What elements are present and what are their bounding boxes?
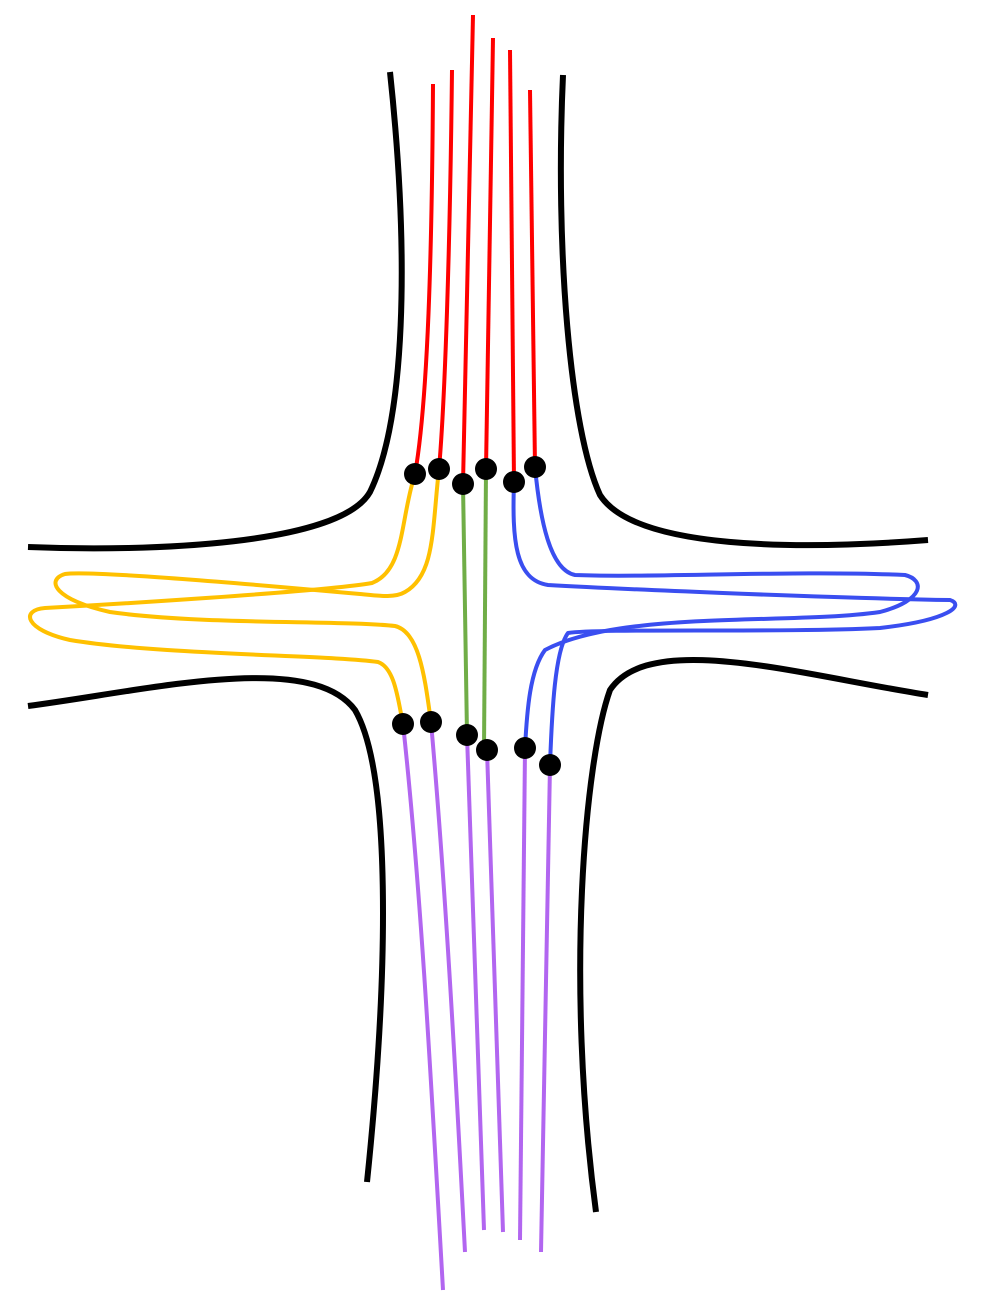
bottom-strand-2 (429, 721, 467, 1253)
junction-point-upper-3 (452, 473, 474, 495)
bottom-strand-group (401, 721, 552, 1291)
junction-point-upper-2 (428, 458, 450, 480)
left-loop-strand-inner (53, 468, 441, 723)
top-strand-4 (484, 37, 495, 470)
junction-point-upper-6 (524, 456, 546, 478)
junction-point-lower-1 (392, 713, 414, 735)
middle-strand-1 (461, 483, 469, 736)
top-strand-1 (413, 83, 435, 475)
region-boundaries (27, 71, 929, 1213)
boundary-bottom-left (27, 675, 386, 1183)
top-strand-group (413, 14, 537, 485)
right-loop-strand-inner (511, 481, 958, 766)
top-strand-6 (528, 89, 537, 468)
bottom-strand-4 (485, 749, 505, 1233)
junction-point-upper-5 (503, 471, 525, 493)
bottom-strand-5 (518, 747, 527, 1241)
junction-point-lower-5 (514, 737, 536, 759)
bottom-strand-3 (465, 734, 486, 1231)
bottom-strand-1 (401, 723, 445, 1291)
boundary-top-left (27, 71, 405, 552)
top-strand-2 (437, 69, 454, 470)
right-loop-strand-group (511, 466, 958, 766)
right-loop-strand-outer (523, 466, 920, 749)
bottom-strand-6 (539, 764, 552, 1253)
middle-strand-2 (482, 468, 488, 751)
left-loop-strand-outer (28, 473, 417, 725)
junction-point-lower-4 (476, 739, 498, 761)
junction-point-lower-6 (539, 754, 561, 776)
junction-point-upper-4 (475, 458, 497, 480)
boundary-top-right (557, 74, 929, 549)
junction-point-upper-1 (404, 463, 426, 485)
junction-point-lower-3 (456, 724, 478, 746)
left-loop-strand-group (28, 468, 441, 725)
boundary-bottom-right (577, 656, 929, 1213)
middle-strand-group (461, 468, 488, 751)
top-strand-5 (508, 49, 516, 483)
junction-point-lower-2 (420, 711, 442, 733)
junction-point-group (392, 456, 561, 776)
top-strand-3 (461, 14, 475, 485)
